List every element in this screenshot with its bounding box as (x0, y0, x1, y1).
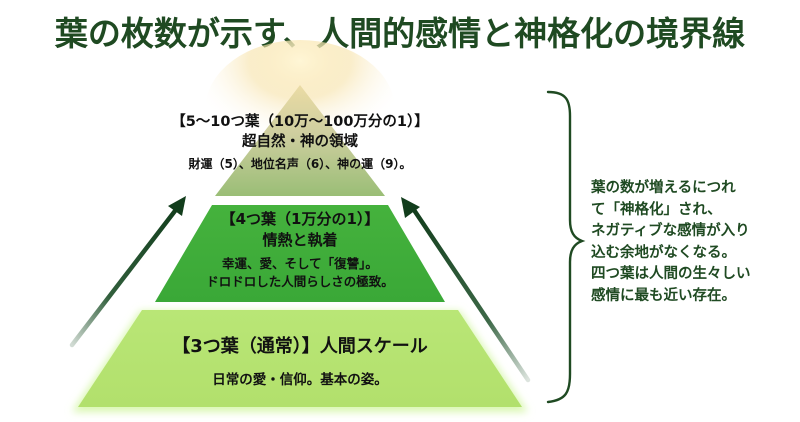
tier-middle-heading: 【4つ葉（1万分の1）】 (220, 210, 380, 228)
tier-middle-body-line: ドロドロした人間らしさの極致。 (206, 274, 394, 289)
arrow-up-left-icon (401, 197, 531, 383)
side-note-line: 葉の数が増えるにつれ (591, 180, 736, 196)
side-note-line: て「神格化」され、 (591, 201, 722, 218)
tier-middle-shape (155, 205, 445, 302)
tier-bottom-label: 【3つ葉（通常）】人間スケール 日常の愛・信仰。基本の姿。 (120, 334, 480, 390)
side-note: 葉の数が増えるにつれ て「神格化」され、 ネガティブな感情が入り 込む余地がなく… (591, 178, 791, 307)
page-title: 葉の枚数が示す、人間的感情と神格化の境界線 (54, 14, 746, 53)
tier-bottom-heading: 【3つ葉（通常）】人間スケール (172, 336, 428, 357)
tier-middle-body: 幸運、愛、そして「復讐」。 ドロドロした人間らしさの極致。 (160, 255, 440, 291)
tier-top-label: 【5〜10つ葉（10万〜100万分の1）】 超自然・神の領域 財運（5）、地位名… (140, 112, 460, 174)
arrow-up-right-icon (69, 196, 186, 348)
tier-top-subheading: 超自然・神の領域 (242, 134, 358, 150)
tier-top-shape (215, 85, 385, 196)
side-note-line: 四つ葉は人間の生々しい (591, 266, 751, 282)
tier-top-heading: 【5〜10つ葉（10万〜100万分の1）】 (171, 114, 429, 130)
side-note-line: ネガティブな感情が入り (591, 223, 750, 239)
side-note-line: 込む余地がなくなる。 (591, 244, 736, 261)
tier-middle-body-line: 幸運、愛、そして「復讐」。 (222, 256, 378, 271)
side-note-line: 感情に最も近い存在。 (591, 287, 736, 304)
right-curly-brace-icon (546, 90, 586, 404)
tier-top-body: 財運（5）、地位名声（6）、神の運（9）。 (188, 157, 412, 171)
tier-bottom-body: 日常の愛・信仰。基本の姿。 (212, 372, 388, 388)
tier-middle-label: 【4つ葉（1万分の1）】 情熱と執着 幸運、愛、そして「復讐」。 ドロドロした人… (160, 209, 440, 291)
tier-bottom-shape (78, 310, 522, 407)
tier-middle-subheading: 情熱と執着 (262, 231, 338, 249)
